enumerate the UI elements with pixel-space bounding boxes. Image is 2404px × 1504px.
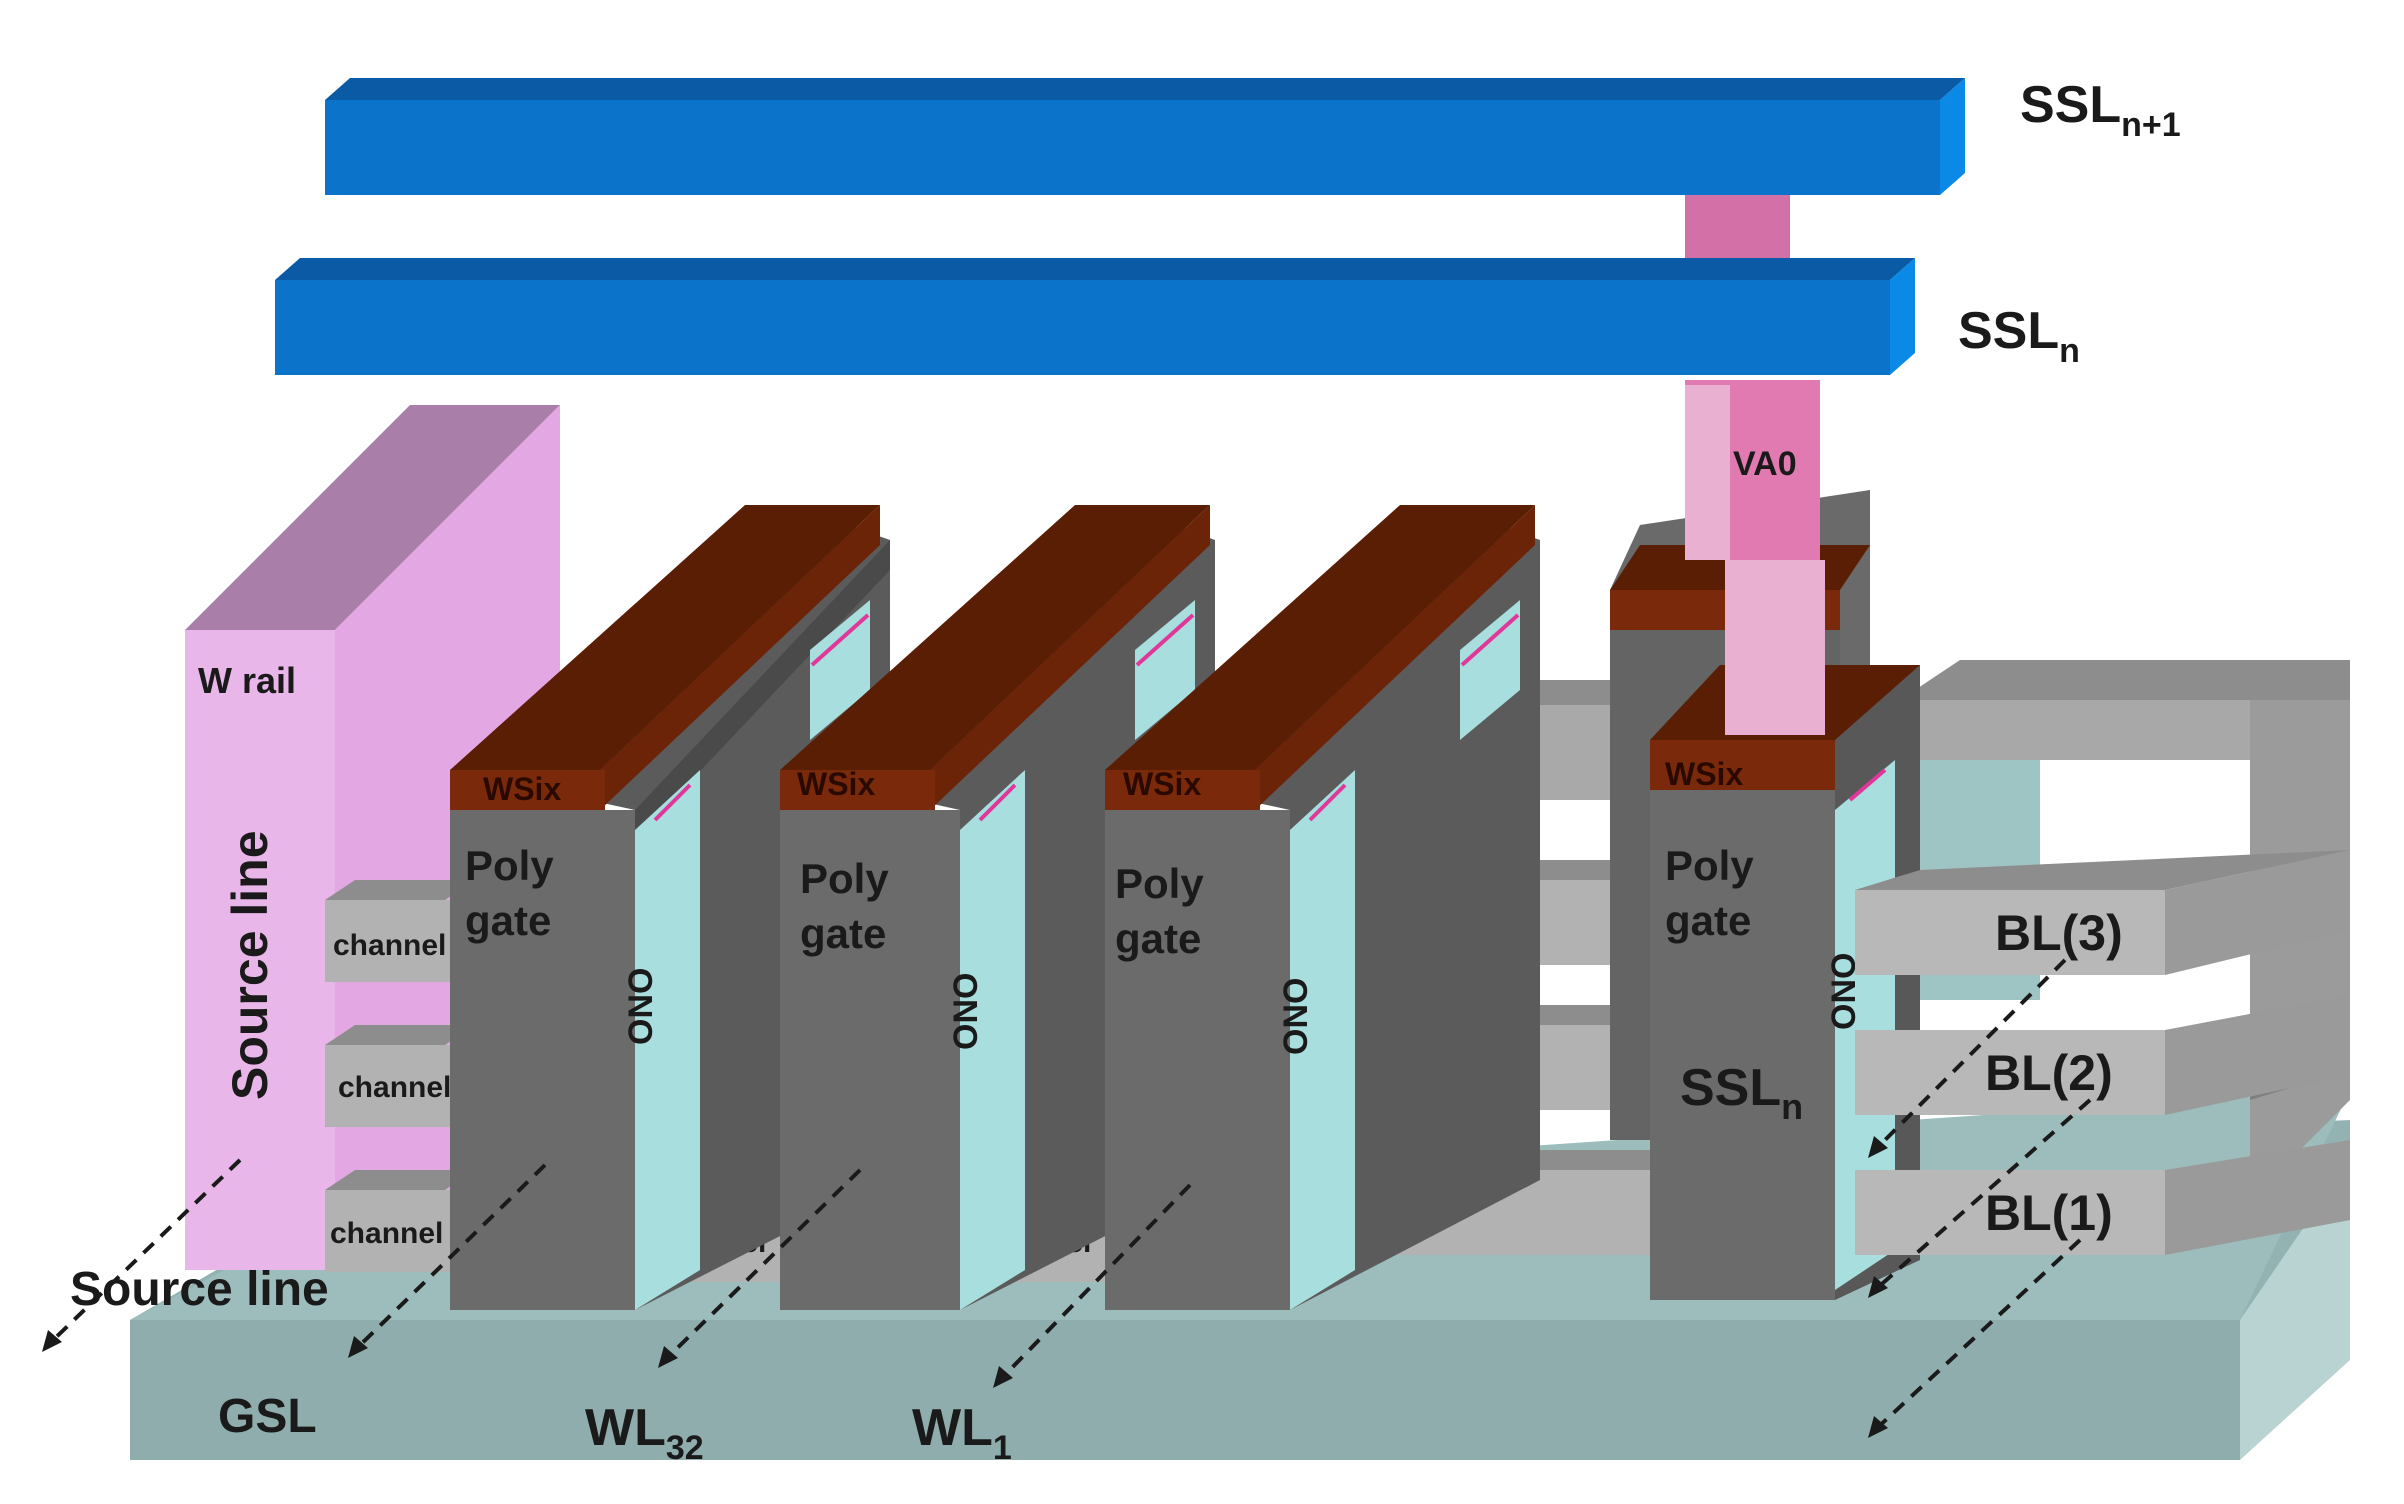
source-line-bottom-label: Source line (70, 1263, 329, 1316)
channel-label-l2: channel (338, 1071, 451, 1104)
w-rail-label: W rail (198, 660, 296, 701)
gate-label-3: gate (1115, 915, 1201, 962)
bl3-label: BL(3) (1995, 905, 2123, 961)
gate-stack-3: WSix Poly gate ONO (1105, 505, 1540, 1310)
gsl-label: GSL (218, 1390, 317, 1443)
wl32-label: WL32 (585, 1399, 704, 1467)
ssl-mid-label: SSLn (1958, 302, 2080, 370)
gate-label-2: gate (800, 910, 886, 957)
poly-label-2: Poly (800, 855, 889, 902)
ssl-top-label: SSLn+1 (2020, 76, 2181, 144)
channel-label-l3: channel (330, 1217, 443, 1250)
ono-label-1: ONO (622, 968, 660, 1045)
wsix-label-1: WSix (483, 771, 561, 807)
poly-label-3: Poly (1115, 860, 1204, 907)
ssl-gate-label: SSLn (1680, 1059, 1803, 1127)
gate-label-1: gate (465, 897, 551, 944)
metal-ssl-mid: SSLn (275, 258, 2080, 375)
wsix-label-2: WSix (797, 766, 875, 802)
bitlines-front: BL(3) BL(2) BL(1) (1855, 850, 2350, 1255)
wl1-label: WL1 (912, 1399, 1012, 1467)
poly-label-ssl: Poly (1665, 842, 1754, 889)
metal-ssl-top: SSLn+1 (325, 76, 2181, 195)
direction-arrows (46, 958, 2092, 1432)
ono-label-3: ONO (1277, 978, 1315, 1055)
via-label: VA0 (1733, 445, 1797, 483)
wsix-label-ssl: WSix (1665, 756, 1743, 792)
ono-label-2: ONO (947, 973, 985, 1050)
channel-label-l1: channel (333, 929, 446, 962)
wsix-label-3: WSix (1123, 766, 1201, 802)
bl1-label: BL(1) (1985, 1185, 2113, 1241)
bl2-label: BL(2) (1985, 1045, 2113, 1101)
gate-label-ssl: gate (1665, 897, 1751, 944)
source-line-vertical-label: Source line (222, 830, 278, 1100)
poly-label-1: Poly (465, 842, 554, 889)
arrow-heads (42, 1136, 1888, 1438)
